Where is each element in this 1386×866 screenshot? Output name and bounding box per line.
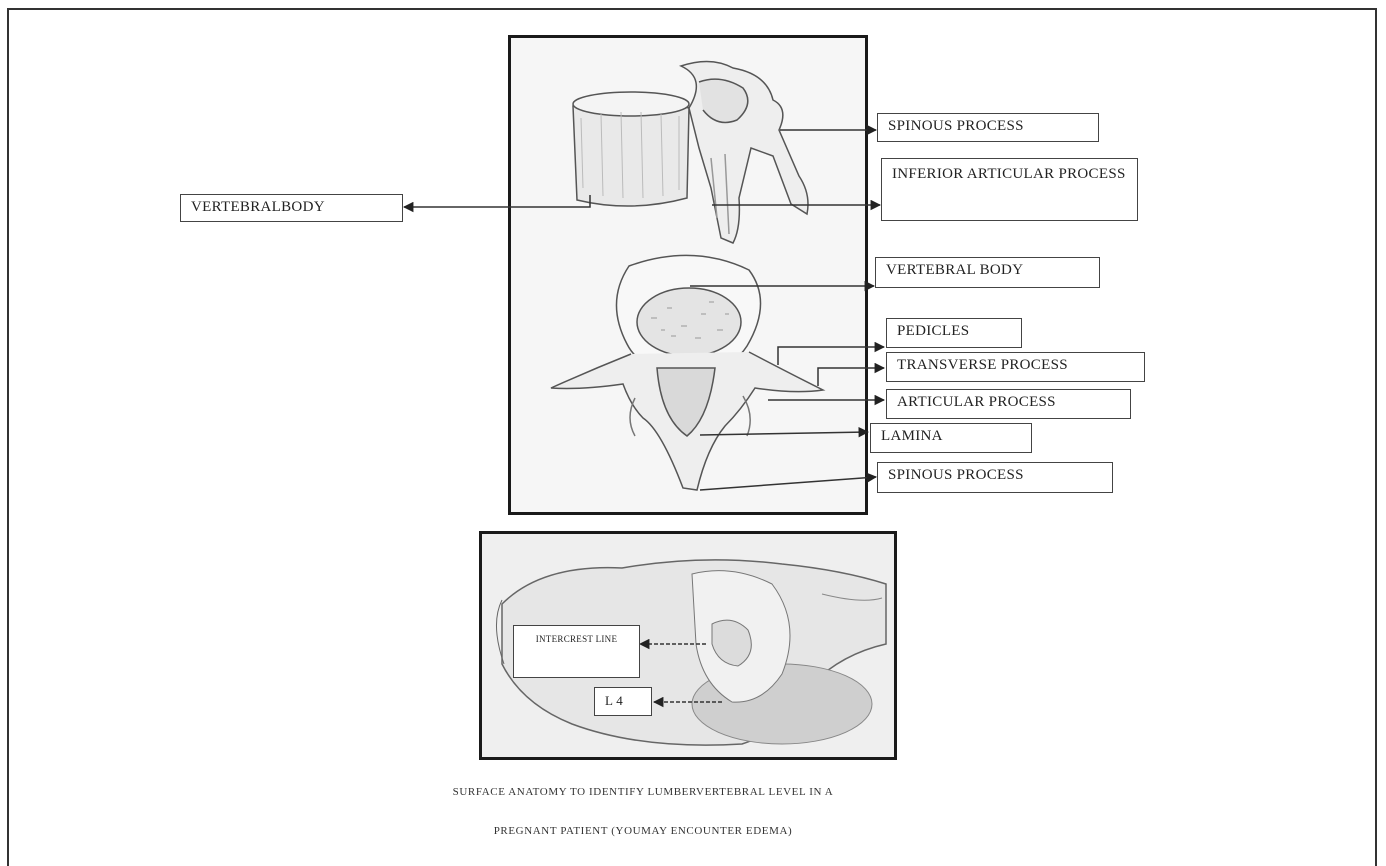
label-vertebral-body-right: VERTEBRAL BODY	[875, 257, 1100, 288]
axial-vertebra	[550, 254, 826, 491]
label-spinous-process-bottom: SPINOUS PROCESS	[877, 462, 1113, 493]
page-frame	[7, 8, 1377, 866]
caption-line-1: SURFACE ANATOMY TO IDENTIFY LUMBERVERTEB…	[452, 786, 834, 798]
label-articular-process: ARTICULAR PROCESS	[886, 389, 1131, 419]
label-inferior-articular-process: INFERIOR ARTICULAR PROCESS	[881, 158, 1138, 221]
label-pedicles: PEDICLES	[886, 318, 1022, 348]
label-intercrest-line: INTERCREST LINE	[513, 625, 640, 678]
caption-line-2: PREGNANT PATIENT (YOUMAY ENCOUNTER EDEMA…	[493, 825, 793, 837]
vertebra-drawing	[550, 60, 826, 491]
label-vertebral-body-left: VERTEBRALBODY	[180, 194, 403, 222]
lateral-vertebra	[572, 60, 809, 244]
vertebra-illustration-panel	[508, 35, 868, 515]
label-transverse-process: TRANSVERSE PROCESS	[886, 352, 1145, 382]
label-lamina: LAMINA	[870, 423, 1032, 453]
label-l4: L 4	[594, 687, 652, 716]
label-spinous-process-top: SPINOUS PROCESS	[877, 113, 1099, 142]
